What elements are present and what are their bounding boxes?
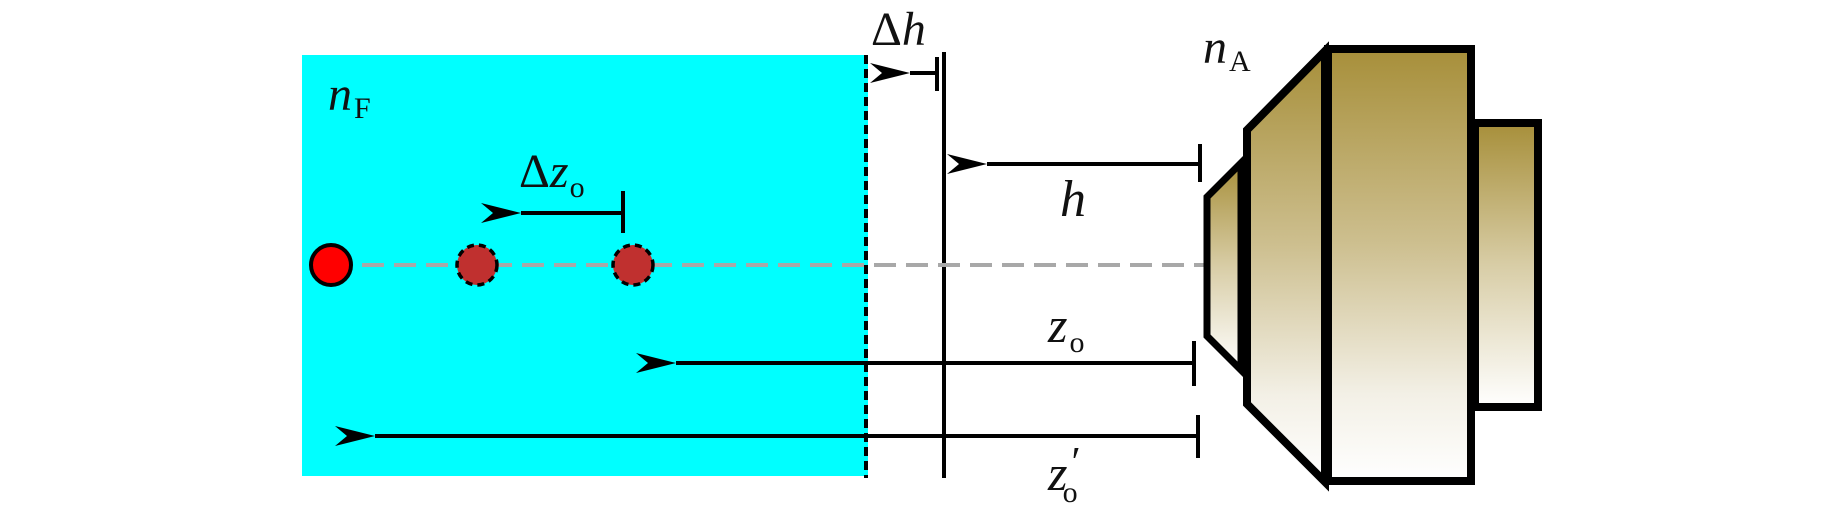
label-h: h	[1060, 171, 1086, 228]
label-delta-zo: Δzo	[519, 145, 585, 204]
objective-lens	[1203, 41, 1542, 492]
label-n-f: nF	[328, 68, 371, 125]
objective-rear-mount	[1471, 119, 1542, 411]
true-focus-point	[309, 243, 353, 287]
label-delta-h: Δh	[871, 3, 926, 56]
label-zo-prime: z′o	[1047, 440, 1081, 509]
nominal-focus-point	[611, 243, 655, 287]
label-zo: zo	[1047, 297, 1084, 359]
objective-cone	[1243, 41, 1329, 492]
label-n-a: nA	[1203, 21, 1251, 78]
objective-front-element	[1203, 154, 1245, 379]
objective-body	[1324, 45, 1475, 485]
shifted-focus-point	[455, 243, 499, 287]
